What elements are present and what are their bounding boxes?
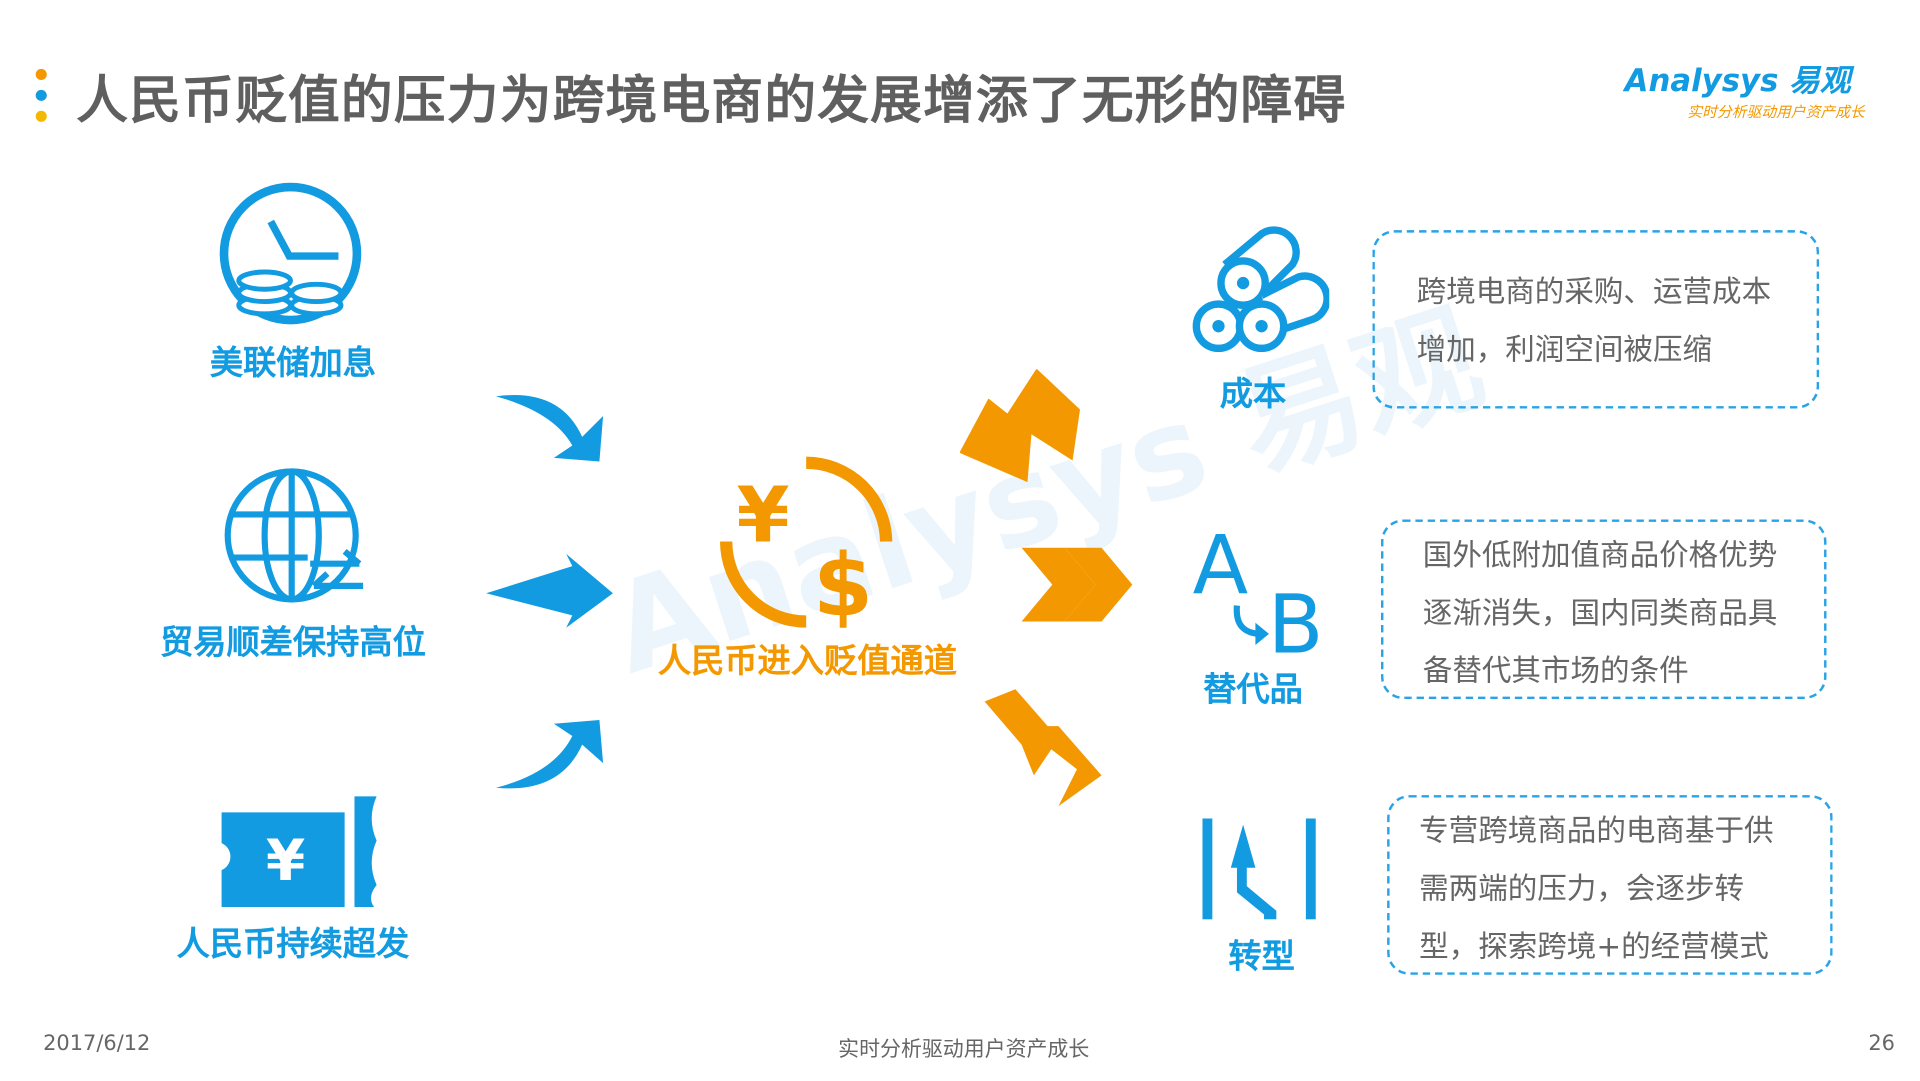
logo: Analysys 易观 实时分析驱动用户资产成长 (1625, 57, 1865, 122)
arrow-icon (486, 553, 613, 628)
logo-brand: Analysys 易观 (1624, 62, 1851, 99)
effect-label: 转型 (1228, 937, 1295, 977)
svg-text:¥: ¥ (737, 471, 790, 560)
bullet-dot (35, 89, 47, 101)
chevron-icon (1004, 369, 1081, 461)
page-number: 26 (1868, 1031, 1895, 1057)
effect-description-box: 专营跨境商品的电商基于供需两端的压力，会逐步转型，探索跨境+的经营模式 (1387, 795, 1833, 975)
orange-chevrons (960, 369, 1133, 807)
blue-arrows (486, 395, 613, 789)
logo-tagline: 实时分析驱动用户资产成长 (1687, 103, 1865, 121)
cause-label: 贸易顺差保持高位 (160, 624, 426, 663)
page-title: 人民币贬值的压力为跨境电商的发展增添了无形的障碍 (76, 70, 1347, 131)
svg-text:¥: ¥ (266, 828, 305, 894)
arrow-icon (496, 720, 604, 789)
chevron-icon (1064, 547, 1133, 622)
cause-label: 人民币持续超发 (176, 925, 410, 964)
chevron-icon (1021, 726, 1102, 807)
bullet-dot (35, 68, 47, 81)
svg-text:B: B (1268, 578, 1324, 658)
cause-label: 美联储加息 (209, 344, 377, 383)
effect-description-box: 跨境电商的采购、运营成本增加，利润空间被压缩 (1372, 230, 1820, 409)
clock-coins-icon (219, 182, 362, 325)
yuan-ticket-icon: ¥ (221, 796, 377, 908)
pipes-icon (1192, 226, 1330, 353)
effect-label: 替代品 (1203, 670, 1303, 709)
bullet-dot (35, 110, 47, 122)
effect-label: 成本 (1219, 375, 1287, 414)
chevron-icon (1021, 547, 1096, 622)
footer-date: 2017/6/12 (43, 1031, 151, 1057)
svg-text:A: A (1193, 519, 1249, 613)
footer-tagline: 实时分析驱动用户资产成长 (838, 1037, 1090, 1063)
a-to-b-icon: A B (1193, 519, 1324, 658)
globe-exchange-icon (224, 468, 364, 603)
effect-description-box: 国外低附加值商品价格优势逐渐消失，国内同类商品具备替代其市场的条件 (1380, 519, 1827, 700)
yuan-dollar-cycle-icon: ¥ $ (720, 456, 893, 628)
center-label: 人民币进入贬值通道 (657, 642, 957, 681)
arrow-icon (496, 395, 604, 462)
turn-arrow-icon (1202, 818, 1316, 920)
chevron-icon (984, 689, 1059, 776)
svg-text:$: $ (813, 536, 873, 627)
